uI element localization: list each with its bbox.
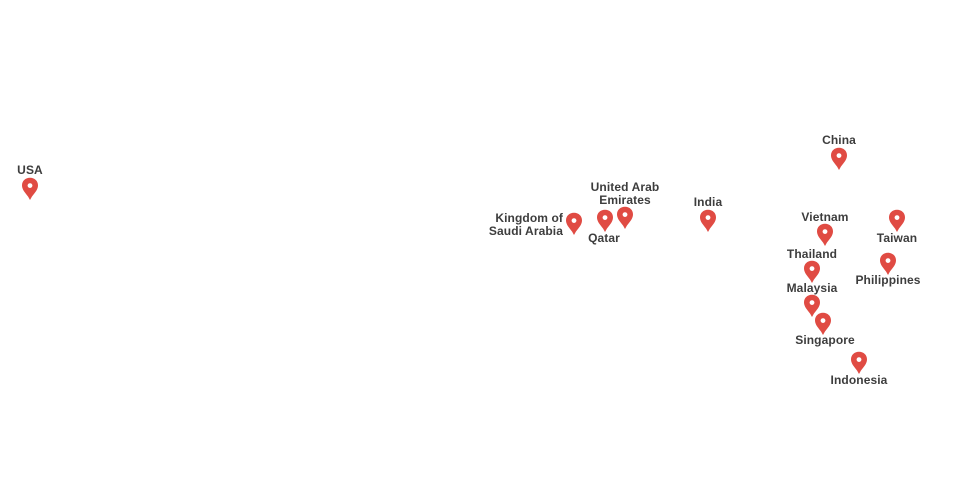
label-philippines: Philippines xyxy=(855,273,921,287)
label-qatar: Qatar xyxy=(588,231,620,245)
label-uae-line2: Emirates xyxy=(599,193,651,207)
pin-qatar-icon[interactable] xyxy=(596,209,614,233)
pin-vietnam-icon[interactable] xyxy=(816,223,834,247)
pin-philippines-icon[interactable] xyxy=(879,252,897,276)
pin-uae-icon[interactable] xyxy=(616,206,634,230)
label-india: India xyxy=(693,195,723,209)
label-taiwan: Taiwan xyxy=(876,231,918,245)
pin-thailand-icon[interactable] xyxy=(803,260,821,284)
pin-saudi-arabia-icon[interactable] xyxy=(565,212,583,236)
label-malaysia: Malaysia xyxy=(786,281,838,295)
label-uae-line1: United Arab xyxy=(590,180,660,194)
label-indonesia: Indonesia xyxy=(830,373,888,387)
label-saudi-line2: Saudi Arabia xyxy=(488,224,563,238)
pin-taiwan-icon[interactable] xyxy=(888,209,906,233)
label-usa: USA xyxy=(17,163,43,177)
label-thailand: Thailand xyxy=(786,247,838,261)
pin-china-icon[interactable] xyxy=(830,147,848,171)
label-uae: United Arab Emirates xyxy=(591,181,660,207)
pin-indonesia-icon[interactable] xyxy=(850,351,868,375)
label-singapore: Singapore xyxy=(795,333,855,347)
label-china: China xyxy=(822,133,856,147)
label-vietnam: Vietnam xyxy=(801,210,849,224)
label-saudi-line1: Kingdom of xyxy=(495,211,563,225)
label-saudi-arabia: Kingdom of Saudi Arabia xyxy=(489,212,563,238)
pin-malaysia-icon[interactable] xyxy=(803,294,821,318)
pin-singapore-icon[interactable] xyxy=(814,312,832,336)
pin-india-icon[interactable] xyxy=(699,209,717,233)
pin-usa-icon[interactable] xyxy=(21,177,39,201)
